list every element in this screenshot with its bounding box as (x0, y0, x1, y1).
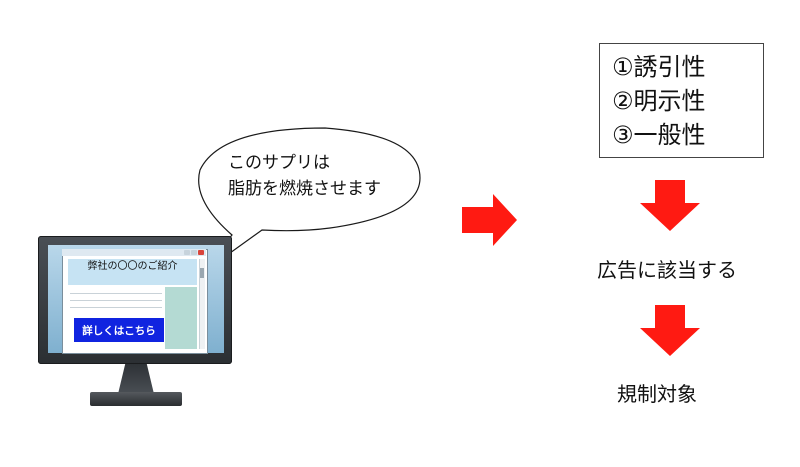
text-line (70, 300, 162, 301)
criterion-explicitness: ②明示性 (612, 87, 706, 115)
scrollbar (199, 259, 205, 349)
arrow-right-icon (462, 194, 517, 246)
side-panel (165, 287, 197, 349)
text-line (70, 307, 162, 308)
close-icon (198, 250, 204, 255)
minimize-icon (184, 250, 190, 255)
arrow-down-icon (640, 180, 700, 231)
scroll-thumb (200, 268, 204, 278)
speech-line-2: 脂肪を燃焼させます (228, 179, 381, 199)
text-line (70, 293, 162, 294)
page-title: 弊社の〇〇のご紹介 (87, 261, 178, 272)
result-regulated: 規制対象 (617, 382, 697, 406)
criterion-generality: ③一般性 (612, 121, 706, 149)
criteria-box: ①誘引性 ②明示性 ③一般性 (599, 43, 764, 158)
details-button: 詳しくはこちら (74, 318, 164, 342)
page-header: 弊社の〇〇のご紹介 (68, 259, 197, 285)
result-is-advertisement: 広告に該当する (597, 258, 737, 282)
maximize-icon (191, 250, 197, 255)
browser-titlebar (62, 249, 206, 256)
monitor-base (90, 392, 182, 406)
speech-bubble-shape (197, 127, 421, 277)
criterion-inducement: ①誘引性 (612, 53, 706, 81)
speech-bubble-text: このサプリは 脂肪を燃焼させます (228, 150, 418, 202)
speech-line-1: このサプリは (228, 153, 330, 173)
arrow-down-icon (640, 305, 700, 356)
